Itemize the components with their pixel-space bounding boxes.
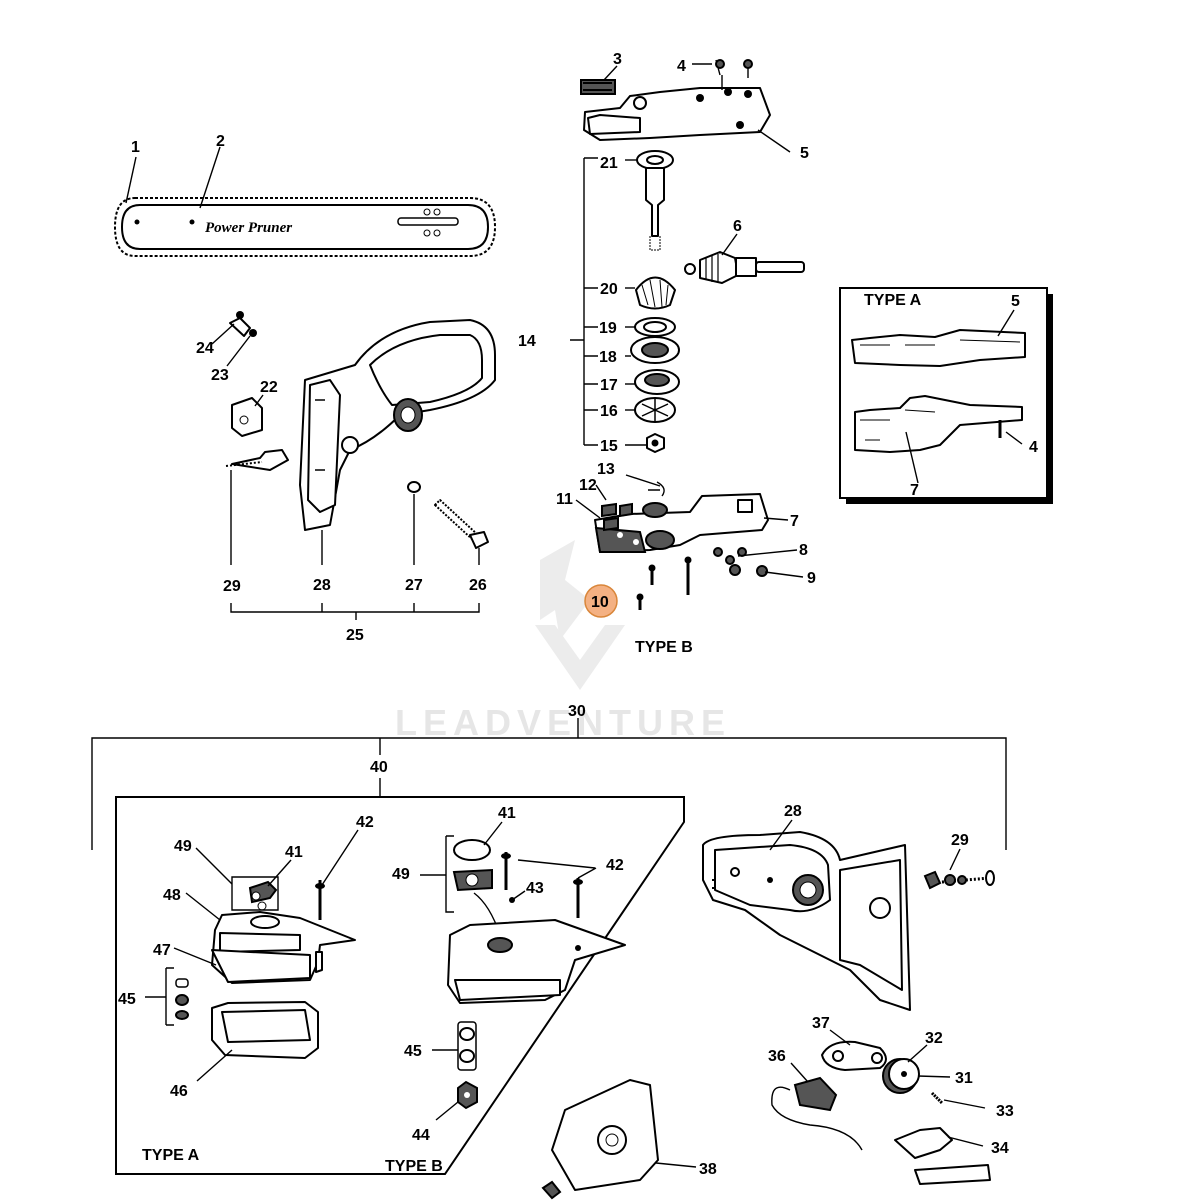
inset-type-a-title: TYPE A — [864, 292, 922, 309]
label-15[interactable]: 15 — [600, 438, 618, 455]
label-14[interactable]: 14 — [518, 333, 536, 350]
label-28-lower[interactable]: 28 — [784, 803, 802, 820]
label-9[interactable]: 9 — [807, 570, 816, 587]
label-42-type-b[interactable]: 42 — [606, 857, 624, 874]
label-27[interactable]: 27 — [405, 577, 423, 594]
label-40[interactable]: 40 — [370, 759, 388, 776]
label-24[interactable]: 24 — [196, 340, 214, 357]
label-3[interactable]: 3 — [613, 51, 622, 68]
label-5[interactable]: 5 — [800, 145, 809, 162]
shaft-stack — [630, 150, 680, 453]
label-29-lower[interactable]: 29 — [951, 832, 969, 849]
label-41-type-b[interactable]: 41 — [498, 805, 516, 822]
label-31[interactable]: 31 — [955, 1070, 973, 1087]
label-10[interactable]: 10 — [591, 594, 609, 611]
label-22[interactable]: 22 — [260, 379, 278, 396]
label-4[interactable]: 4 — [677, 58, 686, 75]
upper-type-b-title: TYPE B — [635, 639, 693, 656]
label-4-inset[interactable]: 4 — [1029, 439, 1038, 456]
label-30[interactable]: 30 — [568, 703, 586, 720]
label-7-inset[interactable]: 7 — [910, 482, 919, 499]
label-46[interactable]: 46 — [170, 1083, 188, 1100]
label-12[interactable]: 12 — [579, 477, 597, 494]
label-1[interactable]: 1 — [131, 139, 140, 156]
label-17[interactable]: 17 — [600, 377, 618, 394]
label-20[interactable]: 20 — [600, 281, 618, 298]
watermark: LEADVENTURE — [395, 540, 731, 743]
guide-bar-and-chain: Power Pruner — [114, 197, 496, 257]
label-13[interactable]: 13 — [597, 461, 615, 478]
label-5-inset[interactable]: 5 — [1011, 293, 1020, 310]
housing-right — [702, 831, 911, 1011]
chain-tensioner-parts — [225, 311, 489, 549]
label-6[interactable]: 6 — [733, 218, 742, 235]
label-42[interactable]: 42 — [356, 814, 374, 831]
label-47[interactable]: 47 — [153, 942, 171, 959]
type-a-inset: TYPE A — [839, 287, 1053, 504]
label-34[interactable]: 34 — [991, 1140, 1009, 1157]
label-29[interactable]: 29 — [223, 578, 241, 595]
label-48[interactable]: 48 — [163, 887, 181, 904]
gear-housing-cover — [580, 59, 771, 141]
label-25[interactable]: 25 — [346, 627, 364, 644]
label-36[interactable]: 36 — [768, 1048, 786, 1065]
label-49[interactable]: 49 — [174, 838, 192, 855]
oil-tank-type-a — [175, 880, 356, 1059]
lower-type-b-title: TYPE B — [385, 1158, 443, 1175]
label-49-type-b[interactable]: 49 — [392, 866, 410, 883]
label-11[interactable]: 11 — [556, 491, 573, 508]
part-labels: 1 2 3 4 5 21 6 20 19 14 18 17 16 15 5 4 … — [118, 51, 1038, 1178]
label-44[interactable]: 44 — [412, 1127, 430, 1144]
bolt-29 — [923, 870, 995, 890]
bar-brand-text: Power Pruner — [205, 220, 292, 236]
label-32[interactable]: 32 — [925, 1030, 943, 1047]
label-8[interactable]: 8 — [799, 542, 808, 559]
label-28[interactable]: 28 — [313, 577, 331, 594]
lower-type-a-title: TYPE A — [142, 1147, 200, 1164]
label-38[interactable]: 38 — [699, 1161, 717, 1178]
label-7[interactable]: 7 — [790, 513, 799, 530]
drive-pinion — [684, 251, 805, 284]
label-41[interactable]: 41 — [285, 844, 303, 861]
highlight-part-10-marker[interactable] — [584, 584, 618, 618]
label-19[interactable]: 19 — [599, 320, 617, 337]
label-33[interactable]: 33 — [996, 1103, 1014, 1120]
label-45[interactable]: 45 — [118, 991, 136, 1008]
label-2[interactable]: 2 — [216, 133, 225, 150]
label-37[interactable]: 37 — [812, 1015, 830, 1032]
saw-housing — [299, 319, 496, 531]
lower-right-parts — [541, 1040, 991, 1200]
oil-tank-type-b — [447, 839, 626, 1110]
label-21[interactable]: 21 — [600, 155, 618, 172]
label-16[interactable]: 16 — [600, 403, 618, 420]
label-43[interactable]: 43 — [526, 880, 544, 897]
label-23[interactable]: 23 — [211, 367, 229, 384]
label-45-type-b[interactable]: 45 — [404, 1043, 422, 1060]
type-b-lower-housing — [594, 481, 769, 610]
watermark-text: LEADVENTURE — [395, 702, 731, 743]
label-26[interactable]: 26 — [469, 577, 487, 594]
label-18[interactable]: 18 — [599, 349, 617, 366]
